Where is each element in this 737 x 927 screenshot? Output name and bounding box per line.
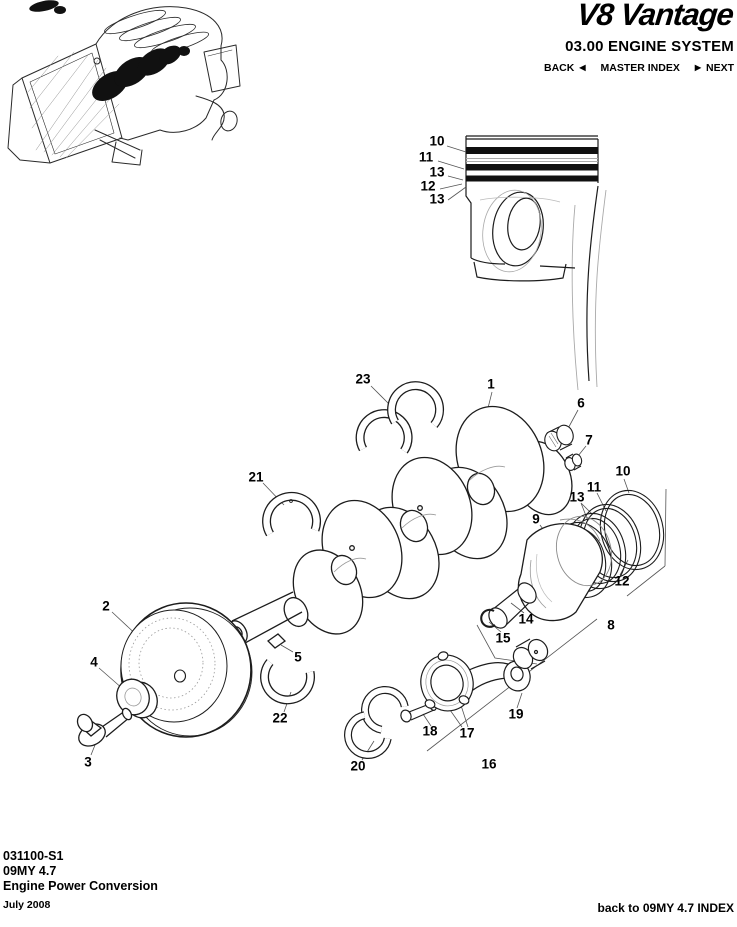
- crankshaft: [228, 405, 573, 644]
- piston-assembly: [480, 489, 665, 629]
- nav-next-label: NEXT: [705, 62, 734, 74]
- model-year: 09MY 4.7: [3, 864, 57, 878]
- callout-3: 3: [84, 754, 92, 770]
- piston-cutaway: [465, 135, 607, 391]
- callout-22: 22: [272, 710, 288, 726]
- callout-5: 5: [294, 649, 302, 665]
- doc-date: July 2008: [3, 899, 51, 911]
- damper-group: [76, 602, 287, 747]
- callout-23: 23: [355, 371, 371, 387]
- callout-10b: 10: [615, 463, 631, 479]
- callout-17: 17: [459, 725, 475, 741]
- callout-8: 8: [607, 617, 615, 633]
- callout-6: 6: [577, 395, 585, 411]
- nav-back-link[interactable]: BACK ◀: [544, 62, 586, 74]
- nav-next-link[interactable]: ▶ NEXT: [695, 62, 734, 74]
- callout-20: 20: [350, 758, 366, 774]
- callout-11b: 11: [586, 479, 602, 495]
- back-to-index-link[interactable]: back to 09MY 4.7 INDEX: [597, 901, 735, 915]
- engine-thumbnail: [7, 0, 241, 166]
- footer-document-info: 031100-S1 09MY 4.7 Engine Power Conversi…: [3, 849, 158, 913]
- callout-13: 13: [429, 164, 445, 180]
- callout-10: 10: [429, 133, 445, 149]
- main-bearing-shells: [260, 381, 445, 705]
- callout-12: 12: [420, 178, 436, 194]
- callout-11: 11: [418, 149, 434, 165]
- callout-15: 15: [495, 630, 511, 646]
- callout-14: 14: [518, 611, 534, 627]
- callout-19: 19: [508, 706, 524, 722]
- callout-9: 9: [532, 511, 540, 527]
- callout-13b: 13: [429, 191, 445, 207]
- nav-bar: BACK ◀ MASTER INDEX ▶ NEXT: [544, 62, 734, 74]
- doc-title: Engine Power Conversion: [3, 879, 158, 893]
- doc-code: 031100-S1: [3, 849, 64, 863]
- callout-4: 4: [90, 654, 98, 670]
- nav-master-index-label: MASTER INDEX: [600, 62, 680, 74]
- back-arrow-icon: ◀: [579, 63, 586, 72]
- callout-7: 7: [585, 432, 593, 448]
- bushing-and-plug: [544, 424, 583, 471]
- section-title: 03.00 ENGINE SYSTEM: [565, 38, 734, 55]
- callout-13c: 13: [569, 489, 585, 505]
- callout-16: 16: [481, 756, 497, 772]
- callout-18: 18: [422, 723, 438, 739]
- callout-21: 21: [248, 469, 264, 485]
- nav-master-index-link[interactable]: MASTER INDEX: [600, 62, 679, 74]
- next-arrow-icon: ▶: [694, 63, 701, 72]
- callout-2: 2: [102, 598, 110, 614]
- connecting-rod-group: [344, 638, 549, 759]
- callout-1: 1: [487, 376, 495, 392]
- nav-back-label: BACK: [543, 62, 575, 74]
- callout-12b: 12: [614, 573, 630, 589]
